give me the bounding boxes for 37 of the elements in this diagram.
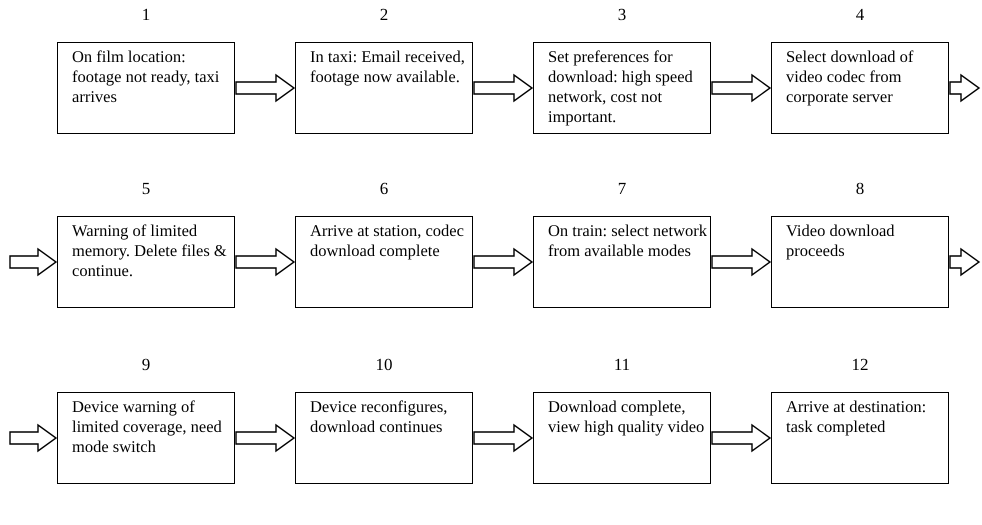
step-text: Device warning of limited coverage, need mode switch (72, 397, 223, 457)
step-number: 8 (856, 179, 864, 199)
step-text: Arrive at destination: task completed (786, 397, 928, 437)
step-text: Device reconfigures, download continues (310, 397, 448, 437)
step-number: 10 (376, 355, 392, 375)
step-text: Arrive at station, codec download complete (310, 221, 465, 261)
step-text: On train: select network from available modes (548, 221, 707, 261)
step-number: 7 (618, 179, 626, 199)
block-arrow (235, 248, 296, 276)
step-number: 4 (856, 5, 864, 25)
step-number: 12 (852, 355, 868, 375)
block-arrow (473, 74, 534, 102)
block-arrow (235, 74, 296, 102)
block-arrow (711, 424, 772, 452)
step-number: 5 (142, 179, 150, 199)
step-number: 1 (142, 5, 150, 25)
block-arrow (9, 424, 58, 452)
step-number: 9 (142, 355, 150, 375)
step-number: 3 (618, 5, 626, 25)
step-text: Warning of limited memory. Delete files & continue. (72, 221, 228, 281)
step-text: In taxi: Email received, footage now available. (310, 47, 466, 87)
step-text: On film location: footage not ready, taxi arrives (72, 47, 220, 107)
step-number: 2 (380, 5, 388, 25)
block-arrow (235, 424, 296, 452)
step-text: Select download of video codec from corporate server (786, 47, 914, 107)
step-text: Set preferences for download: high speed network, cost not important. (548, 47, 694, 127)
block-arrow (473, 248, 534, 276)
step-number: 11 (614, 355, 630, 375)
block-arrow (473, 424, 534, 452)
block-arrow (711, 74, 772, 102)
block-arrow (711, 248, 772, 276)
step-text: Download complete, view high quality video (548, 397, 706, 437)
step-text: Video download proceeds (786, 221, 896, 261)
block-arrow (949, 74, 980, 102)
block-arrow (949, 248, 980, 276)
step-number: 6 (380, 179, 388, 199)
block-arrow (9, 248, 58, 276)
